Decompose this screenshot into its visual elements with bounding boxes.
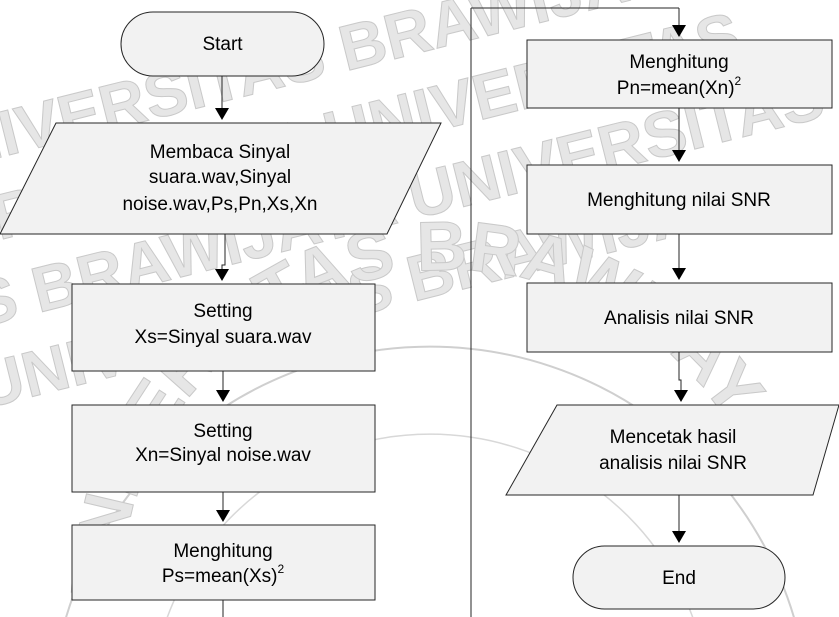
start-label: Start bbox=[202, 34, 243, 55]
arrow-read-to-setting-xs bbox=[215, 234, 229, 281]
end-label: End bbox=[662, 568, 696, 589]
compute-ps-formula: Ps=mean(Xs) bbox=[162, 566, 278, 587]
analyze-snr-process: Analisis nilai SNR bbox=[526, 282, 833, 353]
print-result-parallelogram: Mencetak hasil analisis nilai SNR bbox=[505, 404, 839, 496]
compute-ps-line-2: Ps=mean(Xs)2 bbox=[162, 562, 285, 587]
compute-pn-line-2: Pn=mean(Xn)2 bbox=[617, 74, 742, 99]
arrow-analyze-to-print bbox=[674, 352, 688, 402]
read-input-line-2: suara.wav,Sinyal bbox=[149, 167, 291, 188]
analyze-snr-label: Analisis nilai SNR bbox=[604, 308, 754, 329]
setting-xn-line-2: Xn=Sinyal noise.wav bbox=[135, 445, 311, 466]
end-terminator: End bbox=[572, 545, 786, 610]
compute-pn-superscript: 2 bbox=[735, 74, 742, 88]
compute-pn-line-1: Menghitung bbox=[629, 52, 728, 73]
compute-ps-process: Menghitung Ps=mean(Xs)2 bbox=[71, 524, 376, 601]
setting-xn-line-1: Setting bbox=[193, 421, 252, 442]
setting-xs-line-1: Setting bbox=[193, 301, 252, 322]
read-input-parallelogram: Membaca Sinyal suara.wav,Sinyal noise.wa… bbox=[0, 122, 442, 235]
compute-ps-superscript: 2 bbox=[277, 562, 284, 576]
compute-pn-formula: Pn=mean(Xn) bbox=[617, 78, 735, 99]
read-input-line-1: Membaca Sinyal bbox=[150, 142, 290, 163]
compute-pn-process: Menghitung Pn=mean(Xn)2 bbox=[526, 39, 833, 109]
compute-snr-process: Menghitung nilai SNR bbox=[526, 164, 833, 235]
start-terminator: Start bbox=[120, 11, 325, 77]
print-result-line-1: Mencetak hasil bbox=[610, 427, 737, 448]
print-result-line-2: analisis nilai SNR bbox=[599, 453, 747, 474]
compute-ps-line-1: Menghitung bbox=[173, 541, 272, 562]
read-input-line-3: noise.wav,Ps,Pn,Xs,Xn bbox=[122, 194, 317, 215]
setting-xn-process: Setting Xn=Sinyal noise.wav bbox=[71, 404, 376, 493]
setting-xs-line-2: Xs=Sinyal suara.wav bbox=[135, 327, 312, 348]
setting-xs-process: Setting Xs=Sinyal suara.wav bbox=[71, 283, 376, 372]
compute-snr-label: Menghitung nilai SNR bbox=[587, 190, 771, 211]
